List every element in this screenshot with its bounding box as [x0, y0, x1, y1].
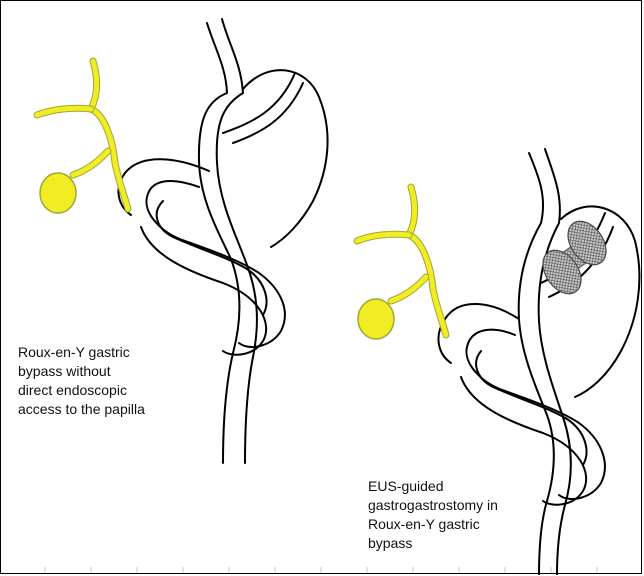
lumen-apposing-stent-icon — [535, 214, 614, 301]
right-gallbladder — [358, 299, 394, 339]
right-biliary-tree — [357, 187, 446, 339]
caption-right: EUS-guided gastrogastrostomy in Roux-en-… — [368, 477, 598, 553]
caption-left: Roux-en-Y gastric bypass without direct … — [18, 343, 248, 419]
left-duodenum-loop — [141, 201, 266, 355]
left-gallbladder — [40, 173, 76, 213]
left-biliary-tree — [37, 61, 128, 213]
bottom-tick-marks — [45, 567, 597, 573]
right-duodenum — [438, 304, 604, 499]
right-bile-duct — [409, 187, 446, 335]
left-remnant-inner — [223, 73, 303, 143]
left-bile-duct — [91, 61, 128, 209]
left-remnant-stomach — [243, 70, 328, 247]
